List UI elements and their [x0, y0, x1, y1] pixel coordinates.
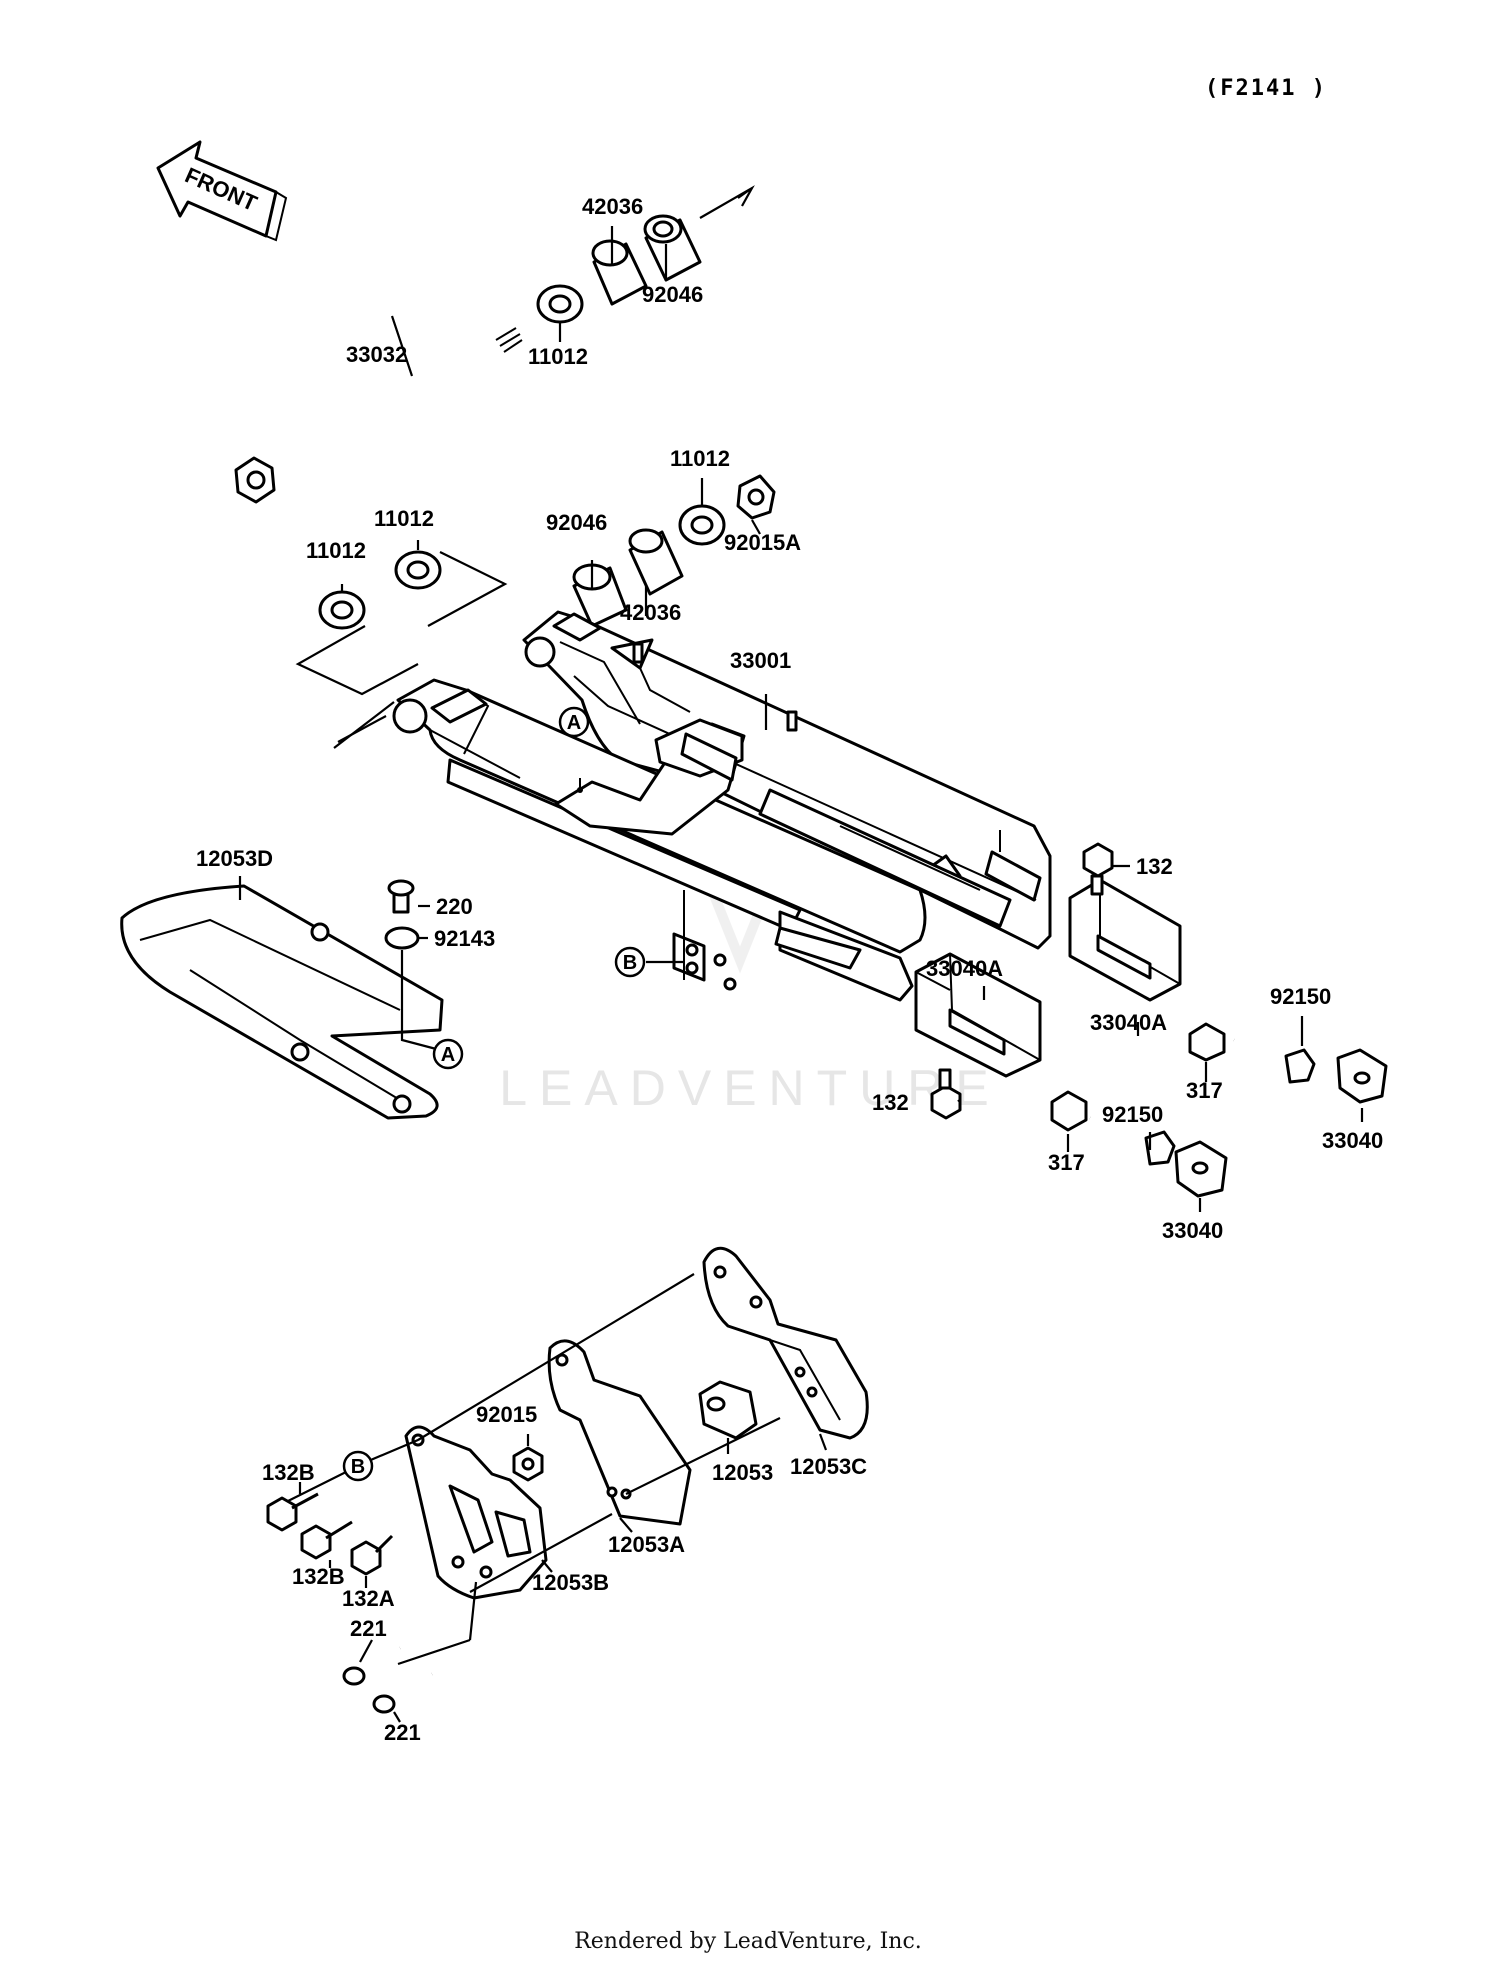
bolt-132-mid: [930, 1068, 962, 1120]
pivot-shaft: [234, 327, 523, 504]
part-label: 92150: [1270, 984, 1331, 1009]
part-label: 221: [384, 1720, 421, 1745]
svg-text:B: B: [623, 952, 637, 974]
slider-washer-92143: [384, 926, 420, 950]
adjuster-left: [914, 952, 1042, 1078]
part-label: 42036: [582, 194, 643, 219]
part-label: 11012: [670, 446, 730, 471]
part-label: 11012: [374, 506, 434, 531]
part-label: 42036: [620, 600, 681, 625]
bolt-132A: [350, 1534, 394, 1576]
chain-slider: [120, 884, 444, 1120]
chain-guide-12053C: [702, 1246, 869, 1440]
adjuster-plate-right: [1336, 1048, 1388, 1104]
top-needle-bearing: [643, 214, 702, 282]
screw-guide-line: [397, 1638, 471, 1666]
ref-mark-a-slider: A: [432, 1038, 464, 1070]
chain-guide-12053A: [547, 1339, 692, 1526]
part-label: 132B: [292, 1564, 345, 1589]
nut-317-right: [1188, 1022, 1226, 1062]
pivot-axis-arrow: [699, 185, 755, 219]
part-label: 12053: [712, 1460, 773, 1485]
swingarm-body: [392, 610, 1052, 1002]
screw-221-bottom: [372, 1672, 434, 1714]
part-label: 132A: [342, 1586, 395, 1611]
grease-nipples: [632, 642, 798, 732]
part-label: 12053A: [608, 1532, 685, 1557]
adjuster-plate-mid: [1174, 1140, 1228, 1198]
part-label: 33040: [1162, 1218, 1223, 1243]
chain-guide-plate-12053B: [404, 1425, 548, 1600]
adjuster-bolt-mid: [1088, 1115, 1176, 1166]
pivot-guide-arrow: [333, 701, 395, 749]
mid-collar: [628, 528, 684, 596]
nut-92015: [512, 1446, 544, 1482]
part-label: 92143: [434, 926, 495, 951]
part-label: 92150: [1102, 1102, 1163, 1127]
bolt-132B-mid: [300, 1520, 353, 1560]
footer-credit: Rendered by LeadVenture, Inc.: [574, 1929, 922, 1954]
bolt-132B-top: [266, 1492, 319, 1532]
nut-317-mid: [1050, 1090, 1088, 1132]
top-seal: [536, 284, 584, 324]
part-label: 92046: [546, 510, 607, 535]
guide-assembly-lines: [277, 1273, 781, 1641]
bolt-132-right: [1082, 842, 1114, 896]
seal-guide-lines: [295, 551, 508, 696]
adjuster-right: [1068, 878, 1182, 1002]
part-label: 92046: [642, 282, 703, 307]
left-seal-upper: [394, 550, 442, 590]
right-seal: [678, 504, 726, 546]
ref-mark-b-swingarm: B: [614, 946, 646, 978]
part-label: 92015: [476, 1402, 537, 1427]
ref-mark-b-guide: B: [342, 1450, 374, 1482]
part-label: 132B: [262, 1460, 315, 1485]
part-label: 33032: [346, 342, 407, 367]
top-collar: [591, 239, 648, 306]
part-label: 33001: [730, 648, 791, 673]
svg-text:A: A: [567, 712, 581, 734]
part-label: 132: [872, 1090, 909, 1115]
slider-bolt-220: [387, 879, 415, 914]
part-label: 12053C: [790, 1454, 867, 1479]
part-label: 12053B: [532, 1570, 609, 1595]
slider-mount-line: [400, 950, 441, 1052]
adjuster-bolt-right: [1232, 1037, 1316, 1084]
part-label: 221: [350, 1616, 387, 1641]
diagram-code: (F2141 ): [1205, 76, 1327, 101]
part-label: 11012: [528, 344, 588, 369]
part-label: 317: [1186, 1078, 1223, 1103]
part-label: 33040A: [926, 956, 1003, 981]
part-label: 132: [1136, 854, 1173, 879]
screw-221-top: [342, 1646, 402, 1686]
part-label: 220: [436, 894, 473, 919]
svg-text:A: A: [441, 1044, 455, 1066]
right-cap: [736, 474, 776, 520]
part-label: 33040A: [1090, 1010, 1167, 1035]
ref-mark-a-swingarm: A: [558, 706, 590, 738]
part-label: 11012: [306, 538, 366, 563]
watermark-text: LEADVENTURE: [499, 1060, 1001, 1116]
front-arrow-icon: FRONT: [156, 140, 288, 242]
chain-guide-12053: [698, 1380, 758, 1440]
part-label: 92015A: [724, 530, 801, 555]
left-seal-lower: [318, 590, 366, 630]
part-label: 12053D: [196, 846, 273, 871]
leader-lines: [238, 226, 1364, 1723]
part-label: 33040: [1322, 1128, 1383, 1153]
svg-text:B: B: [351, 1456, 365, 1478]
part-label: 317: [1048, 1150, 1085, 1175]
